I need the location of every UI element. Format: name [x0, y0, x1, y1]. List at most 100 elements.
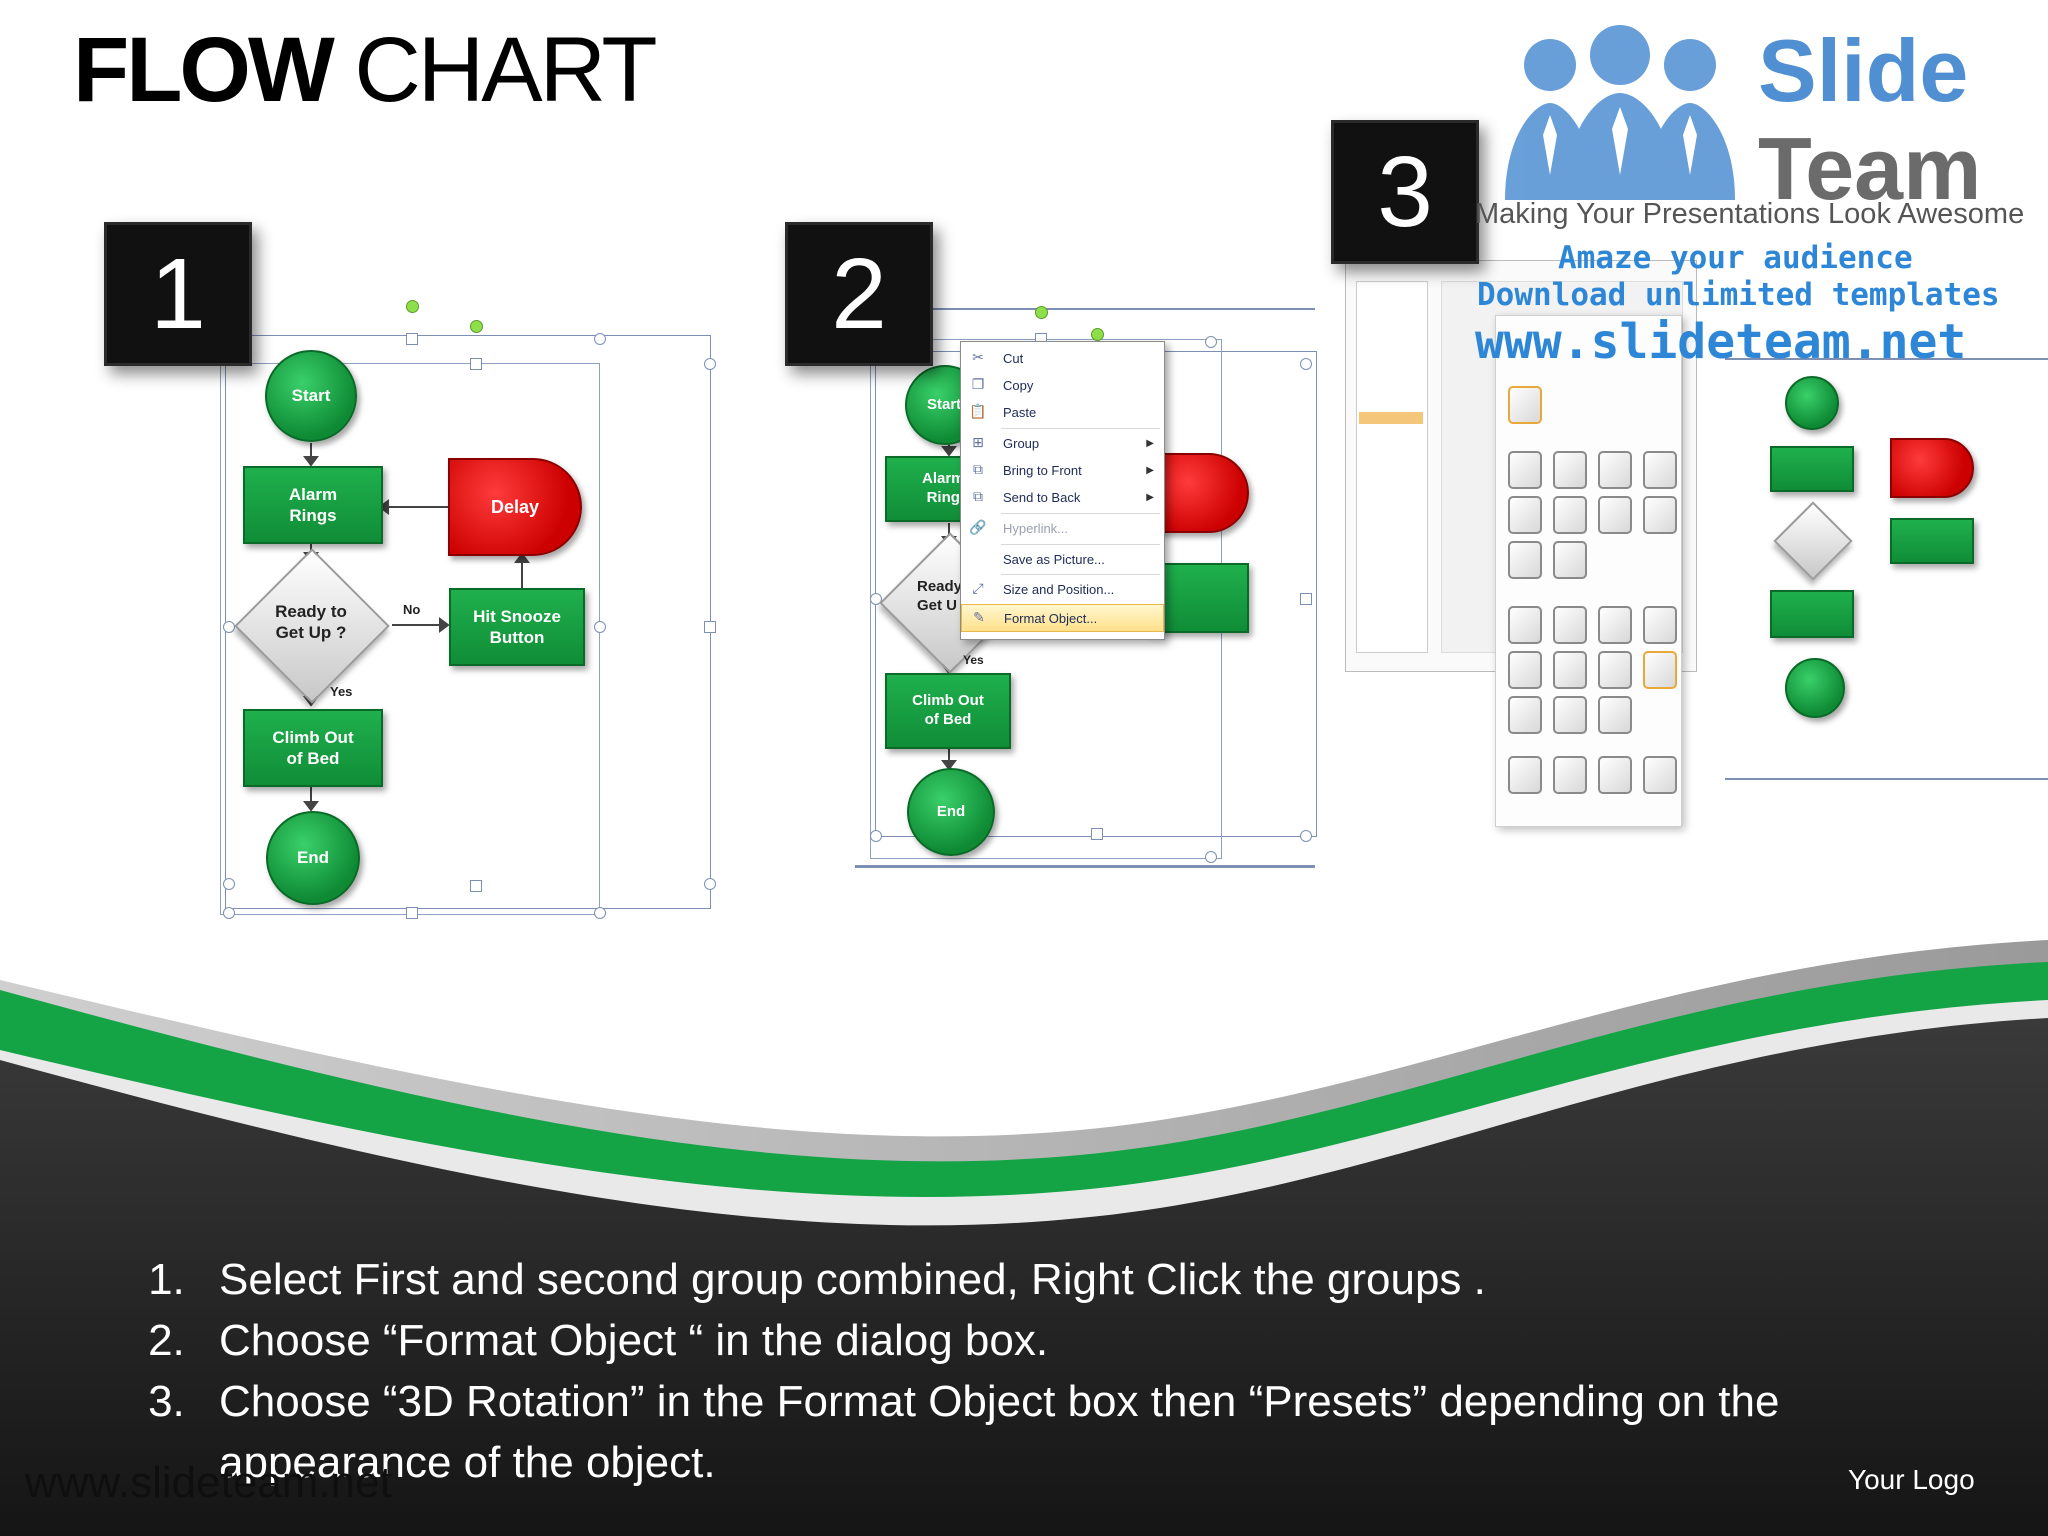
rotation-handle[interactable] — [1091, 328, 1104, 341]
flow-alarm-label-2: Rings — [289, 506, 337, 525]
preset-tile[interactable] — [1553, 451, 1587, 489]
flow2-decision-label-2: Get U — [917, 596, 958, 614]
preset-tile[interactable] — [1643, 651, 1677, 689]
presets-gallery — [1495, 315, 1682, 827]
flow-delay-label: Delay — [490, 496, 540, 517]
resize-handle[interactable] — [223, 907, 235, 919]
resize-handle[interactable] — [1205, 851, 1217, 863]
mini-alarm-node — [1770, 446, 1854, 492]
mini-start-node — [1785, 376, 1839, 430]
rotation-handle[interactable] — [1035, 306, 1048, 319]
menu-item-group[interactable]: ⊞Group▶ — [961, 430, 1164, 456]
rotation-handle[interactable] — [470, 320, 483, 333]
menu-item-send-to-back[interactable]: ⧉Send to Back▶ — [961, 484, 1164, 510]
preset-tile[interactable] — [1553, 756, 1587, 794]
send-back-icon: ⧉ — [973, 488, 983, 504]
preset-tile[interactable] — [1508, 651, 1542, 689]
mini-climb-node — [1770, 590, 1854, 638]
menu-item-label: Cut — [1003, 350, 1024, 366]
flow2-climb-label-2: of Bed — [924, 711, 972, 728]
menu-item-hyperlink[interactable]: 🔗Hyperlink... — [961, 515, 1164, 541]
resize-handle[interactable] — [1300, 830, 1312, 842]
preset-tile[interactable] — [1643, 451, 1677, 489]
resize-handle[interactable] — [594, 333, 606, 345]
resize-handle[interactable] — [223, 878, 235, 890]
flow-alarm-label-1: Alarm — [288, 484, 338, 504]
preset-tile[interactable] — [1508, 696, 1542, 734]
menu-item-bring-to-front[interactable]: ⧉Bring to Front▶ — [961, 457, 1164, 483]
resize-handle[interactable] — [1300, 593, 1312, 605]
mini-decision-node — [1773, 501, 1853, 581]
resize-handle[interactable] — [704, 621, 716, 633]
flow-start-node: Start — [265, 350, 357, 442]
footer-wave-band — [0, 940, 2048, 1536]
resize-handle[interactable] — [1300, 358, 1312, 370]
preset-tile[interactable] — [1553, 496, 1587, 534]
preset-tile[interactable] — [1508, 386, 1542, 424]
preset-tile[interactable] — [1553, 651, 1587, 689]
preset-tile[interactable] — [1598, 651, 1632, 689]
resize-handle[interactable] — [870, 830, 882, 842]
menu-item-save-as-picture[interactable]: Save as Picture... — [961, 546, 1164, 572]
resize-handle[interactable] — [594, 621, 606, 633]
flow-no-label: No — [403, 602, 421, 617]
preset-tile[interactable] — [1598, 606, 1632, 644]
menu-item-cut[interactable]: ✂Cut — [961, 345, 1164, 371]
resize-handle[interactable] — [704, 878, 716, 890]
flow-snooze-label-2: Button — [489, 628, 545, 647]
resize-handle[interactable] — [406, 907, 418, 919]
preset-tile[interactable] — [1553, 541, 1587, 579]
category-3d-rotation[interactable] — [1359, 412, 1423, 424]
preset-tile[interactable] — [1598, 696, 1632, 734]
resize-handle[interactable] — [406, 333, 418, 345]
preset-tile[interactable] — [1598, 756, 1632, 794]
preset-tile[interactable] — [1508, 541, 1542, 579]
preset-tile[interactable] — [1508, 496, 1542, 534]
instructions-list: Select First and second group combined, … — [157, 1249, 1997, 1493]
flow2-decision-label-1: Ready — [917, 578, 963, 595]
resize-handle[interactable] — [704, 358, 716, 370]
preset-tile[interactable] — [1643, 756, 1677, 794]
flow2-delay-node — [1155, 453, 1249, 533]
format-icon: ✎ — [973, 609, 985, 625]
flow-snooze-label-1: Hit Snooze — [473, 606, 561, 626]
resize-handle[interactable] — [1091, 828, 1103, 840]
bring-front-icon: ⧉ — [973, 461, 983, 477]
resize-handle[interactable] — [470, 358, 482, 370]
preset-tile[interactable] — [1508, 606, 1542, 644]
mini-snooze-node — [1890, 518, 1974, 564]
submenu-arrow-icon: ▶ — [1146, 491, 1154, 503]
instruction-item: Choose “Format Object “ in the dialog bo… — [197, 1310, 1997, 1371]
menu-item-copy[interactable]: ❐Copy — [961, 372, 1164, 398]
rotation-handle[interactable] — [406, 300, 419, 313]
title-bold: FLOW — [73, 19, 335, 121]
preset-tile[interactable] — [1598, 496, 1632, 534]
slide-edge — [1725, 778, 2048, 780]
flow2-end-node: End — [907, 768, 995, 856]
preset-tile[interactable] — [1553, 696, 1587, 734]
flow-decision-label-2: Get Up ? — [275, 623, 347, 643]
resize-handle[interactable] — [594, 907, 606, 919]
slide-edge — [1725, 358, 2048, 360]
preset-tile[interactable] — [1553, 606, 1587, 644]
resize-handle[interactable] — [470, 880, 482, 892]
footer-logo: Your Logo — [1848, 1464, 1975, 1495]
preset-tile[interactable] — [1598, 451, 1632, 489]
preset-tile[interactable] — [1508, 451, 1542, 489]
watermark-promo-1: Amaze your audience — [1558, 240, 1913, 276]
watermark-tagline: Making Your Presentations Look Awesome — [1475, 198, 2025, 230]
preset-tile[interactable] — [1643, 606, 1677, 644]
menu-item-size-and-position[interactable]: ⤢Size and Position... — [961, 576, 1164, 602]
resize-handle[interactable] — [1205, 336, 1217, 348]
menu-item-label: Copy — [1003, 377, 1034, 393]
context-menu: ✂Cut ❐Copy 📋Paste ⊞Group▶ ⧉Bring to Fron… — [960, 341, 1165, 640]
preset-tile[interactable] — [1643, 496, 1677, 534]
menu-item-paste[interactable]: 📋Paste — [961, 399, 1164, 425]
menu-separator — [1001, 574, 1160, 575]
preset-tile[interactable] — [1508, 756, 1542, 794]
menu-separator — [1001, 428, 1160, 429]
menu-item-format-object[interactable]: ✎Format Object... — [961, 604, 1164, 632]
watermark-brand-2: Team — [1758, 119, 1982, 218]
slide-edge-bottom — [855, 865, 1315, 868]
